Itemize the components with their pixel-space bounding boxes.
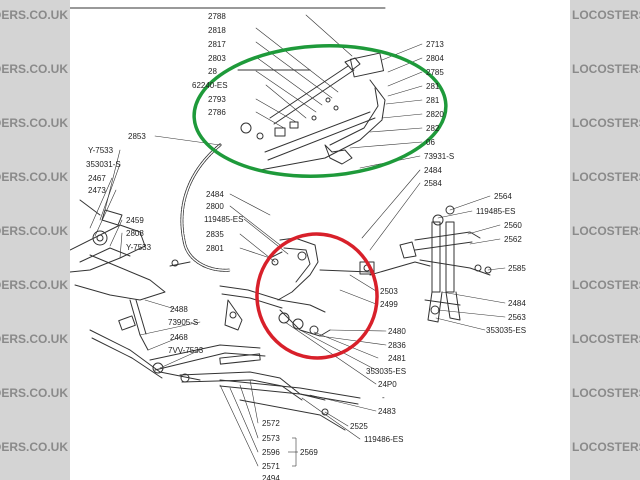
part-label: 2820 — [426, 110, 444, 119]
part-label: 2483 — [378, 407, 396, 416]
part-label: 7VV-7533 — [168, 346, 204, 355]
part-label: 2801 — [206, 244, 224, 253]
part-label: 2713 — [426, 40, 444, 49]
part-label: 2818 — [208, 26, 226, 35]
part-label: 2564 — [494, 192, 512, 201]
right-watermark-panel: LOCOSTERS.CO.UK LOCOSTERS.CO.UK LOCOSTER… — [570, 0, 640, 480]
red-highlight-ellipse — [255, 232, 379, 360]
part-label: 2793 — [208, 95, 226, 104]
part-label: 2480 — [388, 327, 406, 336]
part-label: 282 — [426, 124, 440, 133]
part-label: - — [382, 393, 385, 402]
part-labels: 2788 2818 2817 2803 28 62240-ES 2793 278… — [86, 12, 526, 480]
part-label: 353035-ES — [486, 326, 526, 335]
part-label: 2468 — [170, 333, 188, 342]
part-label: 2808 — [126, 229, 144, 238]
part-label: 281 — [426, 82, 440, 91]
part-label: 2459 — [126, 216, 144, 225]
part-label: 119485-ES — [476, 207, 515, 216]
part-label: 2853 — [128, 132, 146, 141]
part-label: 2585 — [508, 264, 526, 273]
part-label: Y-7533 — [88, 146, 114, 155]
part-label: 2573 — [262, 434, 280, 443]
part-label: 2817 — [208, 40, 226, 49]
watermark-text: LOCOSTERS.CO.UK — [572, 8, 640, 22]
part-label: 119486-ES — [364, 435, 403, 444]
watermark-text: DERS.CO.UK — [0, 8, 68, 22]
part-label: 2836 — [388, 341, 406, 350]
part-label: 2804 — [426, 54, 444, 63]
part-label: 2499 — [380, 300, 398, 309]
watermark-text: LOCOSTERS.CO.UK — [572, 332, 640, 346]
part-label: 2596 — [262, 448, 280, 457]
part-label: 62240-ES — [192, 81, 228, 90]
part-label: 2835 — [206, 230, 224, 239]
part-label: 2571 — [262, 462, 280, 471]
watermark-text: LOCOSTERS.CO.UK — [572, 224, 640, 238]
part-label: 281 — [426, 96, 440, 105]
part-label: 2800 — [206, 202, 224, 211]
watermark-text: LOCOSTERS.CO.UK — [572, 440, 640, 454]
part-label: 2473 — [88, 186, 106, 195]
part-label: 353035-ES — [366, 367, 406, 376]
watermark-text: DERS.CO.UK — [0, 170, 68, 184]
watermark-text: LOCOSTERS.CO.UK — [572, 278, 640, 292]
watermark-text: DERS.CO.UK — [0, 62, 68, 76]
part-label: 2560 — [504, 221, 522, 230]
part-label: 353031-S — [86, 160, 121, 169]
gear-lever-assembly — [237, 52, 386, 171]
part-label: 2481 — [388, 354, 406, 363]
part-label: 2572 — [262, 419, 280, 428]
right-linkage-assembly — [369, 205, 492, 323]
leader-lines — [89, 14, 506, 467]
watermark-text: DERS.CO.UK — [0, 224, 68, 238]
parts-diagram: 2788 2818 2817 2803 28 62240-ES 2793 278… — [70, 7, 526, 480]
part-label: 2786 — [208, 108, 226, 117]
part-label: 73905-S — [168, 318, 198, 327]
part-label: 2494 — [262, 474, 280, 480]
watermark-text: DERS.CO.UK — [0, 116, 68, 130]
part-label: 2563 — [508, 313, 526, 322]
part-label: 2503 — [380, 287, 398, 296]
watermark-text: DERS.CO.UK — [0, 278, 68, 292]
part-label: 2525 — [350, 422, 368, 431]
part-label: 2584 — [424, 179, 442, 188]
watermark-text: DERS.CO.UK — [0, 386, 68, 400]
left-watermark-panel: DERS.CO.UK DERS.CO.UK DERS.CO.UK DERS.CO… — [0, 0, 70, 480]
part-label: 2484 — [206, 190, 224, 199]
part-label: 06 — [426, 138, 435, 147]
part-label: 2785 — [426, 68, 444, 77]
watermark-text: LOCOSTERS.CO.UK — [572, 170, 640, 184]
watermark-text: DERS.CO.UK — [0, 332, 68, 346]
part-label: Y-7533 — [126, 243, 152, 252]
part-label: 24P0 — [378, 380, 397, 389]
part-label: 73931-S — [424, 152, 454, 161]
part-label: 2484 — [424, 166, 442, 175]
watermark-text: DERS.CO.UK — [0, 440, 68, 454]
part-label: 2488 — [170, 305, 188, 314]
central-lever-assembly — [219, 237, 376, 337]
part-label: 2467 — [88, 174, 106, 183]
part-label: 2569 — [300, 448, 318, 457]
watermark-text: LOCOSTERS.CO.UK — [572, 62, 640, 76]
part-label: 2562 — [504, 235, 522, 244]
part-label: 2803 — [208, 54, 226, 63]
part-label: 2788 — [208, 12, 226, 21]
part-label: 119485-ES — [204, 215, 243, 224]
left-linkage-assembly — [70, 199, 326, 401]
watermark-text: LOCOSTERS.CO.UK — [572, 386, 640, 400]
part-label: 2484 — [508, 299, 526, 308]
green-highlight-ellipse — [192, 44, 448, 178]
part-label: 28 — [208, 67, 217, 76]
watermark-text: LOCOSTERS.CO.UK — [572, 116, 640, 130]
